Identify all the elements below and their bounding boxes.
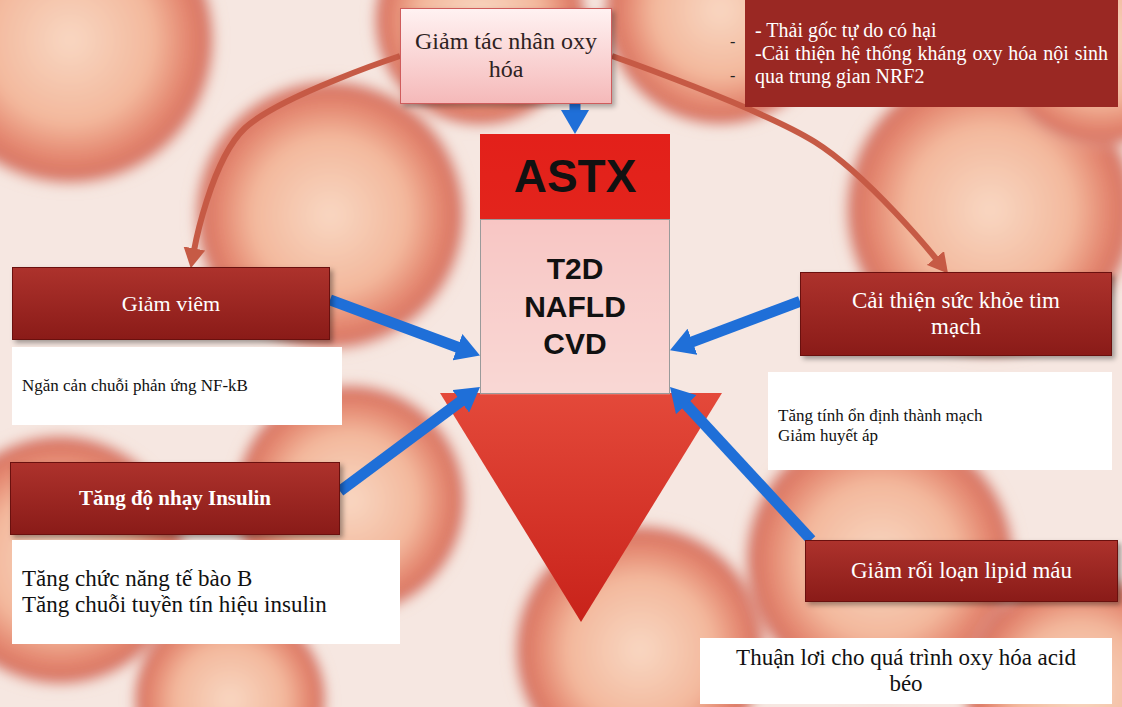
effect-box: Tăng độ nhạy Insulin: [10, 462, 340, 535]
mechanism-box: Ngăn cản chuỗi phản ứng NF-kB: [12, 347, 342, 425]
disease-list: T2D NAFLD CVD: [515, 250, 635, 363]
astx-column: ASTX T2D NAFLD CVD: [480, 134, 670, 395]
box-text: Cải thiện sức khỏe tim mạch: [825, 288, 1087, 341]
box-text: Thuận lơi cho quá trình oxy hóa acid béo: [720, 645, 1092, 698]
mechanism-box: Tăng tính ổn định thành mạchGiảm huyết á…: [768, 372, 1112, 470]
compound-name: ASTX: [480, 134, 670, 219]
effect-box: Giảm tác nhân oxy hóa: [400, 8, 612, 104]
box-text: - Thải gốc tự do có hại: [755, 19, 1108, 42]
disease-box: T2D NAFLD CVD: [480, 219, 670, 394]
dash-mark: -: [730, 34, 735, 50]
mechanism-box: Thuận lơi cho quá trình oxy hóa acid béo: [700, 638, 1112, 704]
dash-mark: -: [730, 68, 735, 84]
box-text: Tăng tính ổn định thành mạch: [778, 406, 1102, 426]
big-down-arrow: [440, 393, 722, 622]
curved-arrow: [194, 56, 400, 249]
box-text: -Cải thiện hệ thống kháng oxy hóa nội si…: [755, 42, 1108, 88]
box-text: Giảm tác nhân oxy hóa: [409, 28, 603, 83]
block-arrow: [692, 301, 800, 342]
box-text: Ngăn cản chuỗi phản ứng NF-kB: [22, 376, 332, 396]
effect-box: Giảm rối loạn lipid máu: [805, 540, 1118, 602]
box-text: Giảm rối loạn lipid máu: [830, 558, 1093, 584]
note-box: - Thải gốc tự do có hại-Cải thiện hệ thố…: [745, 0, 1118, 107]
block-arrow: [330, 300, 458, 348]
box-text: Tăng chức năng tế bào B: [22, 566, 390, 592]
box-text: Giảm huyết áp: [778, 426, 1102, 446]
block-arrow: [340, 401, 462, 491]
box-text: Tăng độ nhạy Insulin: [23, 486, 327, 510]
effect-box: Giảm viêm: [12, 267, 330, 340]
box-text: Giảm viêm: [25, 291, 317, 316]
box-text: Tăng chuỗi tuyền tín hiệu insulin: [22, 592, 390, 618]
effect-box: Cải thiện sức khỏe tim mạch: [800, 272, 1112, 356]
mechanism-box: Tăng chức năng tế bào BTăng chuỗi tuyền …: [12, 540, 400, 644]
block-arrow: [570, 104, 581, 111]
